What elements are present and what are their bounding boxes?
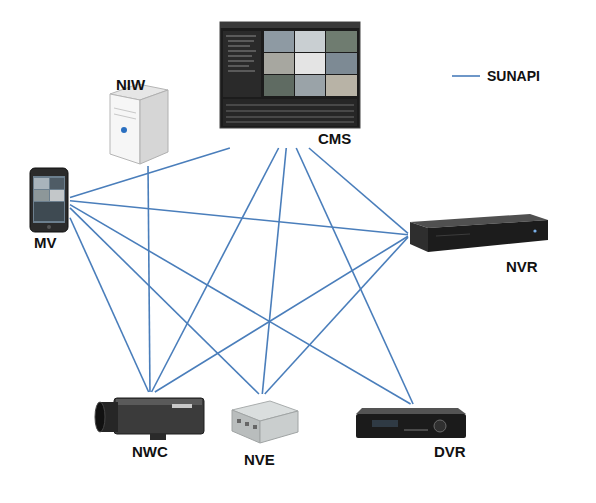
phone-tile (50, 190, 64, 201)
server-slot (114, 114, 136, 119)
sunapi-link (262, 148, 286, 394)
node-label: NWC (132, 443, 168, 461)
encoder-node: NVE (226, 394, 302, 472)
camera-badge (172, 404, 192, 408)
dvr-node: DVR (354, 404, 470, 464)
video-tile (326, 31, 357, 52)
sunapi-link (309, 148, 408, 233)
dvr-front (356, 414, 466, 438)
nvr-trim (436, 234, 470, 236)
encoder-port (245, 422, 249, 426)
cms-tree-panel (223, 31, 261, 97)
server-node: NIW (104, 76, 170, 166)
phone-tile (50, 178, 64, 189)
camera-node: NWC (94, 392, 208, 462)
legend-line-sample (452, 75, 480, 77)
cms-tree-row (228, 46, 250, 47)
phone-tile (34, 190, 49, 201)
node-label: MV (34, 234, 57, 252)
cms-event-row (226, 122, 354, 123)
server-slot (114, 108, 136, 113)
server-side (110, 94, 140, 164)
legend-item: SUNAPI (450, 66, 570, 86)
encoder-port (253, 425, 257, 429)
cms-tree-row (226, 36, 256, 37)
cms-tree-row (228, 51, 256, 52)
server-led (121, 127, 127, 133)
sunapi-link (148, 166, 150, 392)
node-label: NIW (116, 76, 145, 94)
video-tile (264, 31, 294, 52)
cms-titlebar (220, 22, 360, 28)
sunapi-link (296, 148, 413, 404)
node-label: CMS (318, 130, 351, 148)
video-tile (264, 53, 294, 74)
camera-body (114, 398, 204, 434)
cms-node: CMS (220, 22, 362, 148)
cms-screen (220, 22, 360, 128)
phone-tile (34, 178, 49, 189)
video-tile (295, 75, 325, 96)
server-front (140, 90, 168, 164)
encoder-port (237, 419, 241, 423)
cms-tree-row (228, 66, 249, 67)
nvr-led (533, 229, 536, 232)
legend-label: SUNAPI (487, 67, 540, 85)
phone-button (47, 225, 51, 229)
nvr-node: NVR (408, 216, 552, 278)
phone-tile (34, 202, 64, 221)
dvr-display (372, 420, 398, 427)
dvr-buttons (404, 429, 428, 431)
cms-event-row (226, 117, 354, 118)
sunapi-link (155, 236, 408, 392)
dvr-top (356, 408, 466, 414)
legend-sample (450, 66, 482, 86)
cms-event-row (226, 105, 354, 106)
sunapi-link (70, 201, 408, 235)
cms-tree-row (228, 71, 255, 72)
cms-tree-row (228, 61, 254, 62)
node-label: DVR (434, 443, 466, 461)
phone-body (30, 168, 68, 232)
camera-mount (150, 434, 166, 440)
node-label: NVE (244, 451, 275, 469)
sunapi-link (70, 205, 411, 404)
cms-event-panel (223, 99, 357, 126)
dvr-knob (434, 420, 446, 432)
video-tile (326, 53, 357, 74)
video-tile (326, 75, 357, 96)
node-label: NVR (506, 258, 538, 276)
cms-tree-row (228, 41, 254, 42)
camera-lens (95, 402, 105, 432)
video-tile (295, 53, 325, 74)
cms-tree-row (228, 56, 252, 57)
cms-event-row (226, 111, 354, 112)
sunapi-link (265, 237, 408, 394)
video-tile (264, 75, 294, 96)
mobile-viewer-node: MV (28, 166, 70, 252)
nvr-side (410, 222, 428, 252)
phone-screen (33, 176, 65, 223)
encoder-front (232, 410, 260, 443)
encoder-side (260, 411, 298, 443)
nvr-front (428, 220, 548, 252)
video-tile (295, 31, 325, 52)
